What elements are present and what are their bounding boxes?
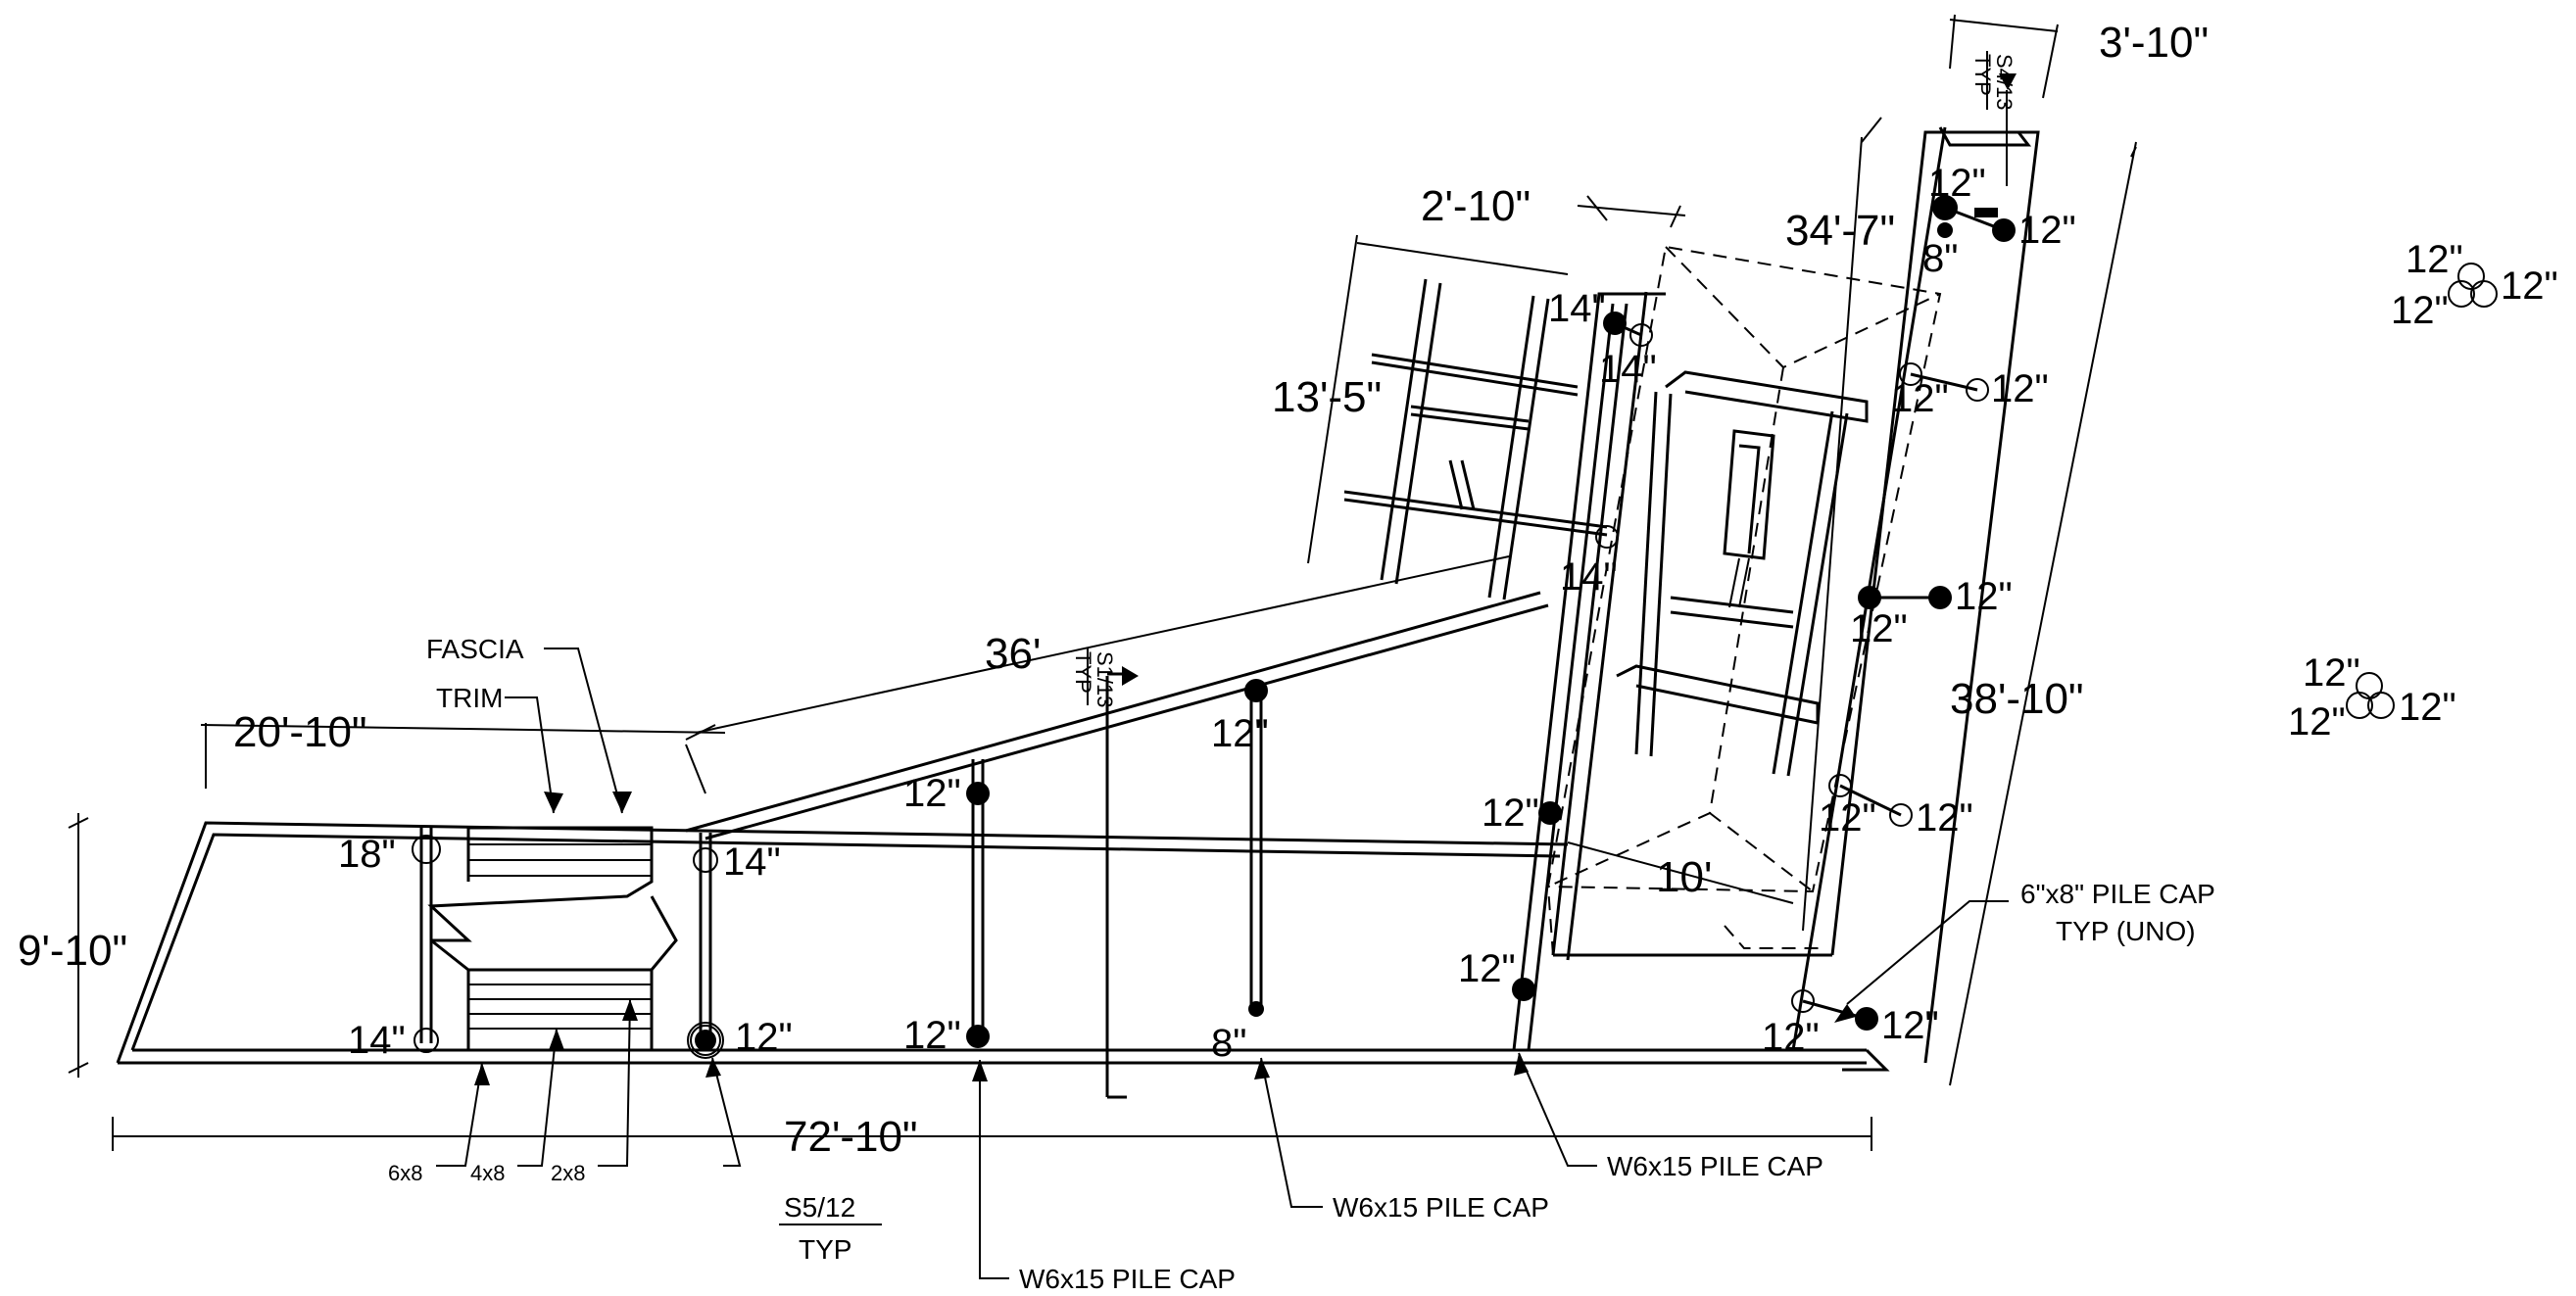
pile-label-12g: 12" [1928,162,1986,205]
section-marker-s5 [687,1022,724,1059]
dim-left-top: 20'-10" [233,708,367,756]
legend-2a: 12" [2303,651,2360,695]
pile-label-12i: 12" [1891,377,1949,420]
pile-label-14c: 14" [1548,287,1606,330]
label-fascia: FASCIA [426,634,524,664]
pile-8b [1937,222,1953,238]
section-s1-bottom: TYP [1071,651,1095,694]
legend-2b: 12" [2288,700,2346,744]
pile-12m [1828,774,1852,797]
pile-12n [1889,803,1913,827]
pile-14e [1595,525,1619,549]
pile-label-12o: 12" [1762,1016,1820,1059]
pile-12o [1791,989,1815,1013]
pile-14a [413,1028,439,1053]
pile-label-18: 18" [338,833,396,876]
pile-label-14a: 14" [348,1019,406,1062]
pile-12f [1512,978,1535,1001]
section-arrow-s4 [1999,73,2017,90]
pile-12e [1538,801,1562,825]
stair-area [427,826,678,1050]
dim-left-depth: 9'-10" [18,927,127,975]
dim-overall: 72'-10" [784,1113,918,1161]
pile-12j [1966,378,1989,402]
section-s4-top: S4/13 [1992,54,2017,111]
dim-top-width: 3'-10" [2099,19,2209,67]
label-pile-cap-c: W6x15 PILE CAP [1607,1151,1823,1181]
legend-1a: 12" [2406,238,2463,281]
legend-1c: 12" [2501,264,2558,308]
pile-label-12k: 12" [1850,607,1908,650]
dim-deck-width: 13'-5" [1272,373,1382,421]
pile-label-12n: 12" [1916,796,1973,840]
pile-label-12d: 12" [1211,712,1269,755]
pile-label-12f: 12" [1458,947,1516,990]
leader-lines [436,648,2009,1279]
dimension-text: 9'-10" 20'-10" 72'-10" 36' 2'-10" 13'-5"… [18,19,2209,1161]
pile-connectors [1614,206,2005,1021]
pile-12d [1244,679,1268,702]
pile-8a [1248,1001,1264,1017]
section-s1-top: S1/13 [1093,651,1117,708]
pile-size-text: 18" 14" 14" 12" 12" 12" 12" 8" 12" 12" 1… [338,162,2076,1065]
pile-label-8b: 8" [1922,237,1958,280]
pile-label-12a: 12" [735,1016,793,1059]
pile-beams [419,672,1263,1099]
dim-diagonal: 36' [985,630,1041,678]
pile-12c [966,1025,990,1048]
leader-arrows [474,792,1856,1085]
legend-piles [2346,263,2498,719]
section-s5-bottom: TYP [799,1234,851,1265]
upper-framing [1343,278,1608,600]
pile-12a [690,1025,721,1056]
pile-label-14b: 14" [723,840,781,884]
label-pile-cap-note-1: 6"x8" PILE CAP [2020,879,2215,909]
dim-upper-width: 2'-10" [1421,182,1531,230]
pile-12a-core [695,1030,716,1051]
legend-1b: 12" [2391,289,2449,332]
section-s5-top: S5/12 [784,1192,855,1223]
pile-label-8a: 8" [1211,1022,1246,1065]
pile-label-12j: 12" [1991,367,2049,410]
label-pile-cap-note-2: TYP (UNO) [2056,916,2196,946]
dimension-lines [68,14,2137,1151]
pile-label-12p: 12" [1881,1004,1939,1047]
pile-label-12h: 12" [2018,209,2076,252]
hidden-lines [1546,245,1942,956]
dim-right-run: 34'-7" [1785,207,1895,255]
label-trim: TRIM [436,683,503,713]
pile-label-12e: 12" [1482,792,1539,835]
legend-2c: 12" [2399,686,2456,729]
dim-lower-width: 10' [1656,853,1712,901]
section-ref-text: S5/12 TYP S1/13 TYP S4/13 TYP [779,51,2017,1265]
section-markers [687,73,2017,1059]
legend-text: 12" 12" 12" 12" 12" 12" [2288,238,2558,744]
section-s4-bottom: TYP [1970,54,1995,96]
pile-label-14d: 14" [1599,348,1657,391]
pile-label-14e: 14" [1560,555,1618,599]
pile-14d [1629,323,1653,347]
label-pile-cap-a: W6x15 PILE CAP [1019,1264,1236,1294]
pile-label-12l: 12" [1955,575,2013,618]
label-pile-cap-b: W6x15 PILE CAP [1333,1192,1549,1223]
pile-18 [412,835,441,864]
callout-text: FASCIA TRIM 6x8 4x8 2x8 W6x15 PILE CAP W… [388,634,2215,1294]
pile-label-12m: 12" [1819,796,1876,840]
pile-label-12c: 12" [903,1014,961,1057]
dim-right-depth: 38'-10" [1950,675,2084,723]
pile-12i [1899,362,1922,386]
section-arrow-s1 [1122,666,1139,686]
pile-14b [693,847,718,873]
label-6x8: 6x8 [388,1161,422,1185]
label-2x8: 2x8 [551,1161,585,1185]
pile-12b [966,782,990,805]
label-4x8: 4x8 [470,1161,505,1185]
pile-label-12b: 12" [903,772,961,815]
